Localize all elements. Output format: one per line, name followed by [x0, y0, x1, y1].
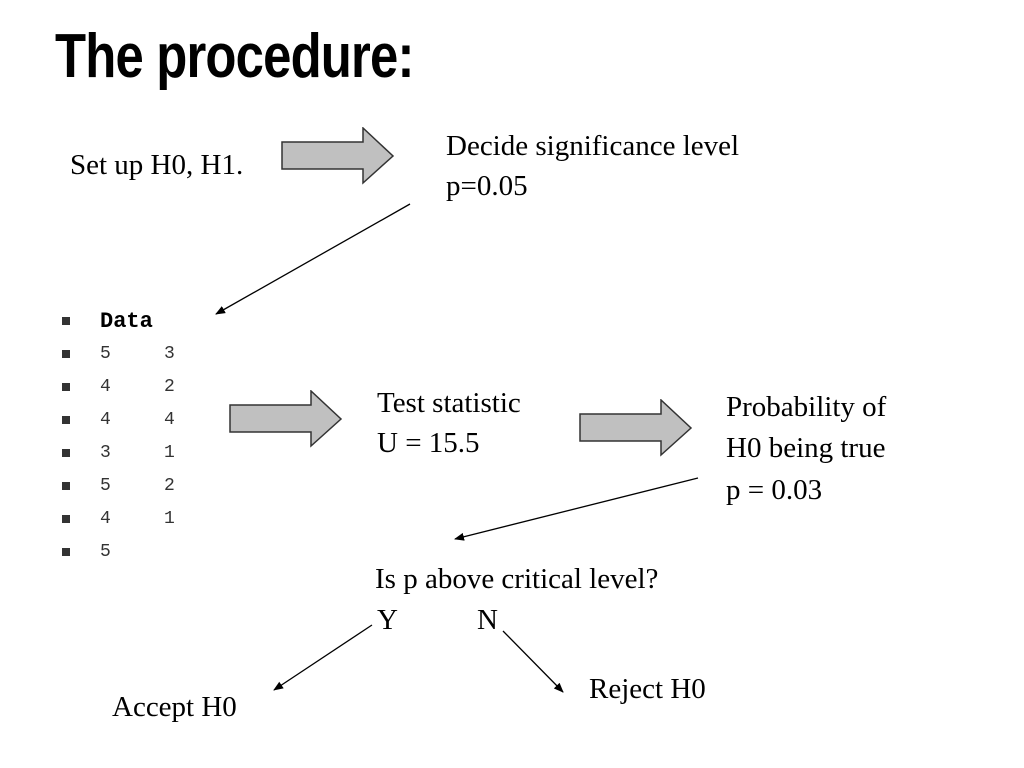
answer-yes: Y — [377, 604, 398, 636]
bullet-icon — [62, 515, 70, 523]
page-title: The procedure: — [55, 22, 414, 91]
probability-line2: H0 being true — [726, 432, 886, 464]
bullet-icon — [62, 416, 70, 424]
data-cell-a: Data — [100, 309, 153, 334]
data-cell-a: 4 — [100, 377, 111, 397]
data-cell-a: 4 — [100, 509, 111, 529]
bullet-icon — [62, 350, 70, 358]
arrow-no-to-reject — [502, 630, 564, 693]
block-arrow-test-to-probability — [579, 399, 693, 457]
accept-label: Accept H0 — [112, 691, 237, 723]
block-arrow-setup-to-significance — [281, 127, 395, 185]
arrow-yes-to-accept — [273, 624, 373, 691]
data-cell-b: 2 — [164, 476, 175, 496]
bullet-icon — [62, 482, 70, 490]
bullet-icon — [62, 317, 70, 325]
probability-line1: Probability of — [726, 391, 887, 423]
arrow-probability-to-question — [454, 477, 699, 541]
data-cell-b: 1 — [164, 443, 175, 463]
arrow-significance-to-data — [215, 203, 411, 315]
bullet-icon — [62, 548, 70, 556]
data-cell-b: 4 — [164, 410, 175, 430]
block-arrow-data-to-test — [229, 390, 343, 448]
test-statistic-line2: U = 15.5 — [377, 427, 480, 459]
data-cell-b: 1 — [164, 509, 175, 529]
significance-line1: Decide significance level — [446, 130, 740, 162]
test-statistic-line1: Test statistic — [377, 387, 521, 419]
probability-line3: p = 0.03 — [726, 474, 823, 506]
setup-label: Set up H0, H1. — [70, 149, 244, 181]
reject-label: Reject H0 — [589, 673, 706, 705]
answer-no: N — [477, 604, 498, 636]
data-cell-a: 3 — [100, 443, 111, 463]
data-cell-b: 2 — [164, 377, 175, 397]
bullet-icon — [62, 449, 70, 457]
data-cell-b: 3 — [164, 344, 175, 364]
data-cell-a: 5 — [100, 344, 111, 364]
data-cell-a: 4 — [100, 410, 111, 430]
data-cell-a: 5 — [100, 476, 111, 496]
data-cell-a: 5 — [100, 542, 111, 562]
significance-line2: p=0.05 — [446, 170, 528, 202]
bullet-icon — [62, 383, 70, 391]
question-line1: Is p above critical level? — [375, 563, 659, 595]
